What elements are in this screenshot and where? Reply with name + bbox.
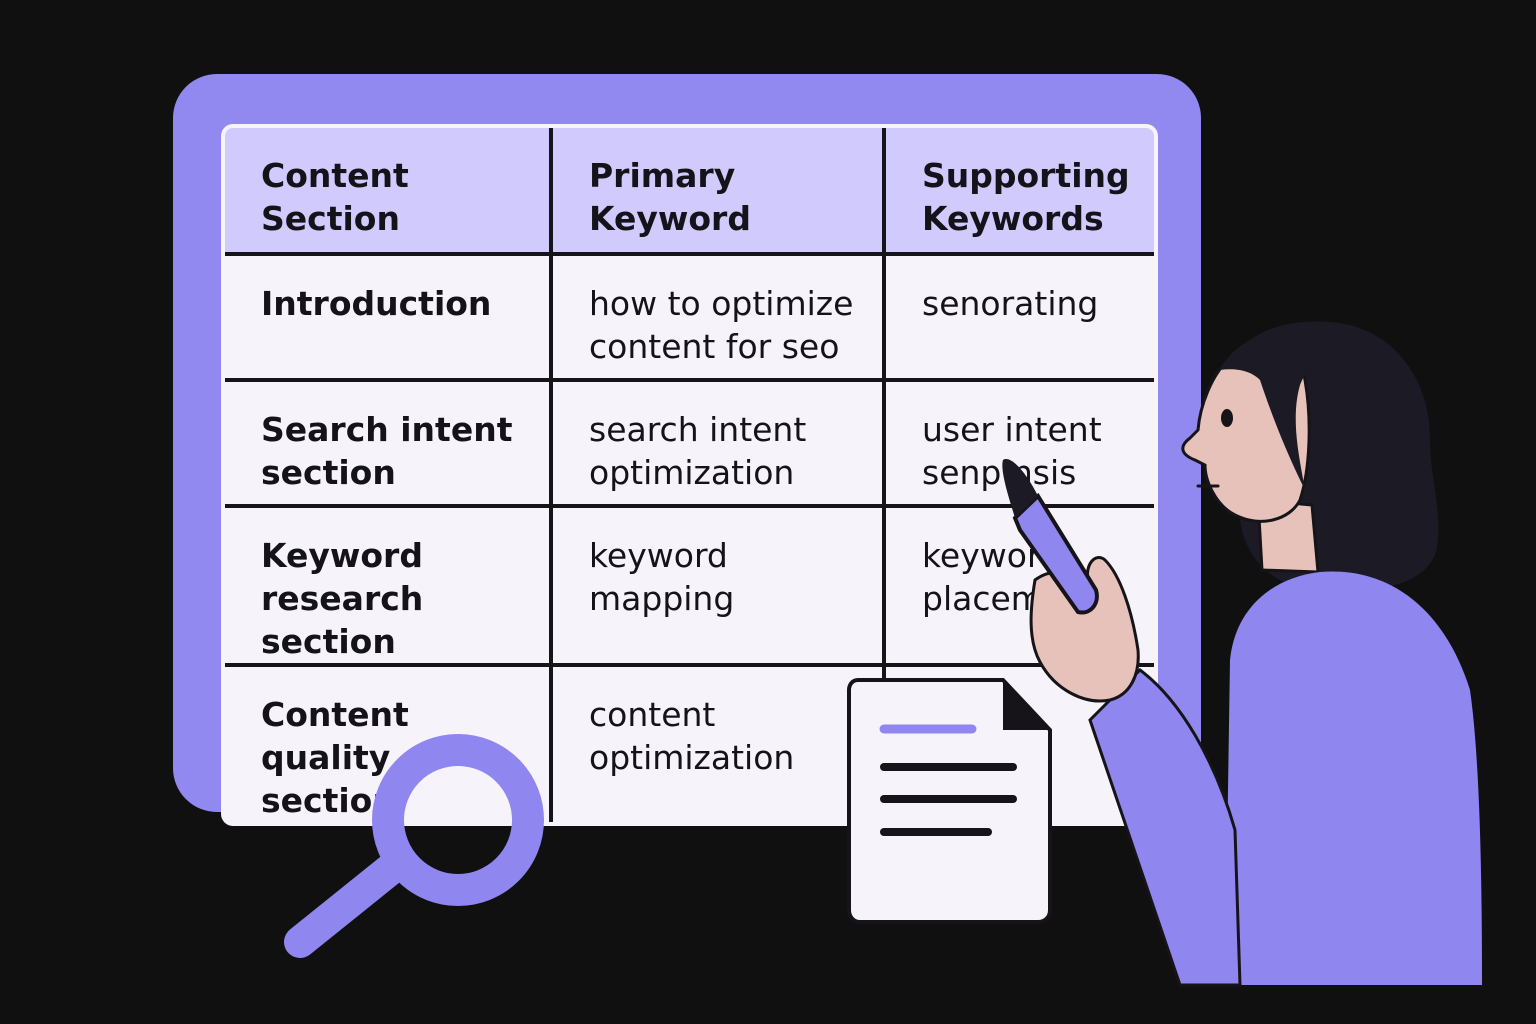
cell-supporting: user intent senp nsis xyxy=(882,378,1154,508)
cell-section: Introduction xyxy=(225,252,553,382)
header-primary-keyword: Primary Keyword xyxy=(549,128,886,256)
cell-supporting xyxy=(882,663,1154,822)
header-content-section: Content Section xyxy=(225,128,553,256)
keyword-map-table: Content Section Primary Keyword Supporti… xyxy=(221,124,1158,826)
table-header-row: Content Section Primary Keyword Supporti… xyxy=(225,128,1154,256)
cell-section: Content quality section xyxy=(225,663,553,822)
hair xyxy=(1225,321,1439,592)
cell-primary: search intent optimization xyxy=(549,378,886,508)
cell-primary: how to optimize content for seo xyxy=(549,252,886,382)
cell-section: Keyword research section xyxy=(225,504,553,667)
cell-primary: content optimization xyxy=(549,663,886,822)
cell-section: Search intent section xyxy=(225,378,553,508)
table-row: Search intent section search intent opti… xyxy=(225,378,1154,508)
table-row: Introduction how to optimize content for… xyxy=(225,252,1154,382)
cell-supporting: senorating xyxy=(882,252,1154,382)
table-row: Content quality section content optimiza… xyxy=(225,663,1154,822)
header-supporting-keywords: Supporting Keywords xyxy=(882,128,1154,256)
cell-supporting: keywor placem xyxy=(882,504,1154,667)
face xyxy=(1181,346,1311,523)
cell-primary: keyword mapping xyxy=(549,504,886,667)
sweater xyxy=(1225,571,1482,985)
table-row: Keyword research section keyword mapping… xyxy=(225,504,1154,667)
